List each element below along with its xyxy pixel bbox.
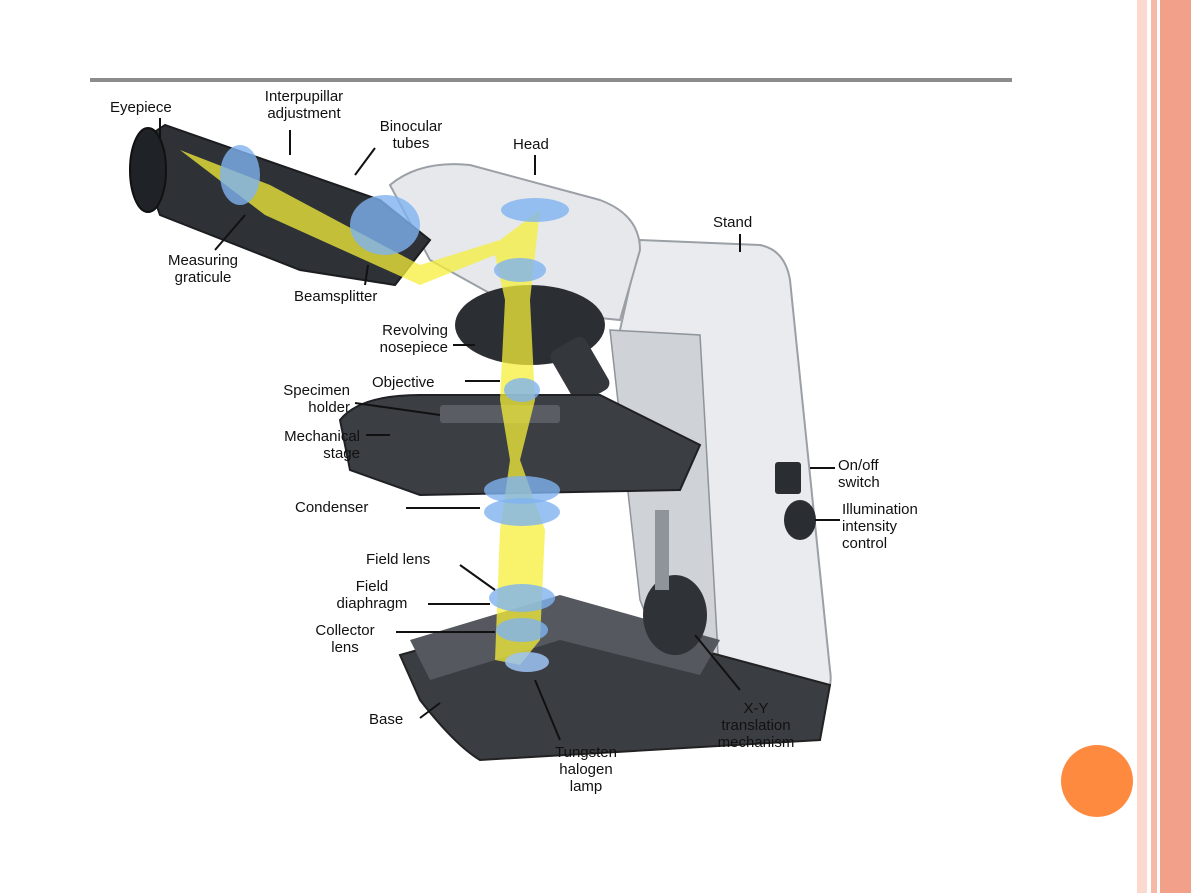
xy-control-rod [655, 510, 669, 590]
label-interpupillar-adjustment: Interpupillar adjustment [264, 88, 344, 122]
label-collector-lens: Collector lens [315, 622, 375, 656]
tube-lens [494, 258, 546, 282]
label-xy-translation-mechanism: X-Y translation mechanism [717, 700, 795, 751]
label-stand: Stand [713, 214, 753, 231]
collector-lens-shape [496, 618, 548, 642]
label-illumination-intensity-control: Illumination intensity control [842, 501, 918, 552]
label-binocular-tubes: Binocular tubes [379, 118, 443, 152]
eyepiece-lens [220, 145, 260, 205]
label-condenser: Condenser [295, 499, 369, 516]
label-tungsten-halogen-lamp: Tungsten halogen lamp [555, 744, 617, 795]
specimen-holder-shape [440, 405, 560, 423]
accent-circle [1061, 745, 1133, 817]
condenser-lens-1 [484, 476, 560, 504]
illumination-knob-shape [784, 500, 816, 540]
focus-knob [643, 575, 707, 655]
label-field-lens: Field lens [366, 551, 431, 568]
label-revolving-nosepiece: Revolving nosepiece [379, 322, 448, 356]
label-objective: Objective [372, 374, 435, 391]
on-off-switch-shape [775, 462, 801, 494]
label-measuring-graticule: Measuring graticule [167, 252, 239, 286]
label-field-diaphragm: Field diaphragm [336, 578, 408, 612]
right-border-stripe-3 [1160, 0, 1191, 893]
label-mechanical-stage: Mechanical stage [284, 428, 360, 462]
condenser-lens-2 [484, 498, 560, 526]
label-eyepiece: Eyepiece [110, 99, 172, 116]
label-head: Head [513, 136, 549, 153]
light-beam [180, 150, 545, 665]
leader-lines [159, 118, 840, 741]
right-border-stripe-2 [1151, 0, 1157, 893]
field-lens-shape [489, 584, 555, 612]
title-rule [90, 78, 1012, 82]
label-on-off-switch: On/off switch [838, 457, 880, 491]
base-top [410, 595, 720, 680]
objective-lens-shape [550, 336, 610, 404]
beamsplitter-prism [350, 195, 420, 255]
head-lens [501, 198, 569, 222]
label-specimen-holder: Specimen holder [283, 382, 350, 416]
tungsten-lamp-shape [505, 652, 549, 672]
label-base: Base [369, 711, 404, 728]
eyepiece-shape [129, 127, 167, 213]
label-beamsplitter: Beamsplitter [294, 288, 378, 305]
right-border-stripe-1 [1137, 0, 1147, 893]
objective-lens [504, 378, 540, 402]
